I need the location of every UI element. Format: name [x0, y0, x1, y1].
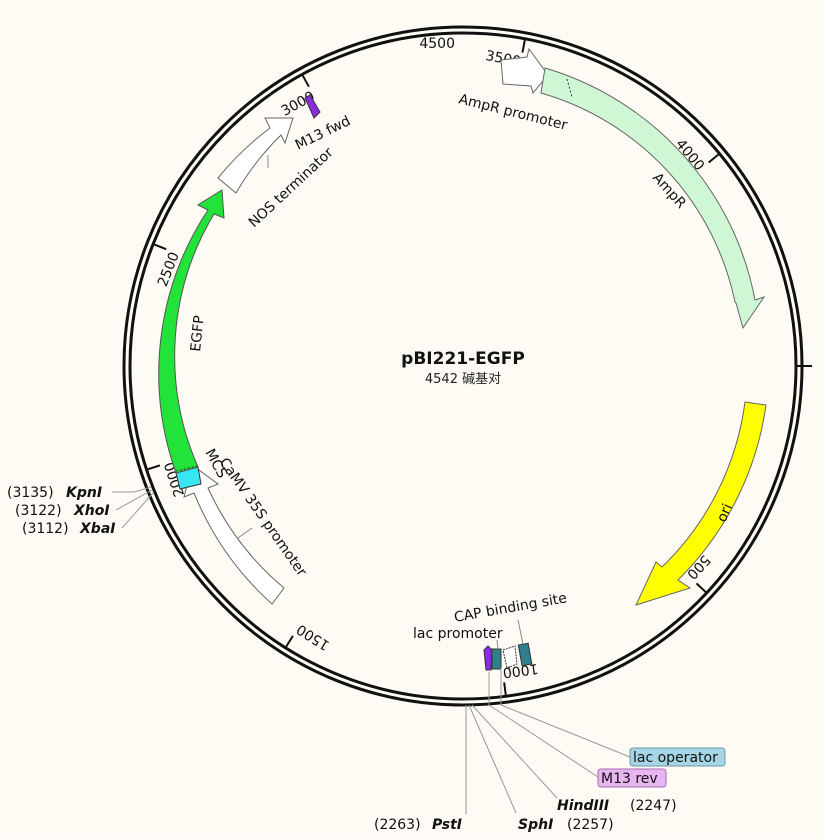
restriction-sites-left: (3135) KpnI (3122) XhoI (3112) XbaI	[7, 485, 154, 537]
xbai-site[interactable]: XbaI	[79, 521, 115, 537]
cap-binding-feature[interactable]	[517, 642, 533, 667]
lac-operator-badge-label: lac operator	[633, 750, 718, 766]
xbai-position: (3112)	[22, 521, 69, 537]
m13-rev-badge-label: M13 rev	[601, 771, 658, 787]
tick-mark-4000	[708, 152, 721, 164]
lac-region	[483, 642, 533, 675]
tick-mark-1000	[503, 682, 507, 697]
tick-mark-500	[695, 582, 708, 594]
egfp-label: EGFP	[188, 315, 208, 353]
kpni-position: (3135)	[7, 485, 54, 501]
tick-label-4500: 4500	[419, 36, 455, 52]
psti-site[interactable]: PstI	[432, 817, 462, 833]
tick-mark-3000	[301, 73, 310, 88]
feature-ampr-promoter[interactable]	[500, 47, 549, 95]
lac-promoter-leader	[496, 639, 499, 650]
ampr-promoter-label: AmpR promoter	[457, 91, 569, 133]
xhoi-position: (3122)	[15, 503, 62, 519]
camv-leader	[237, 527, 253, 539]
lac-operator-badge[interactable]	[629, 747, 726, 767]
lac-promoter-feature[interactable]	[502, 645, 518, 669]
ampr-promoter-junction	[566, 78, 573, 98]
feature-nos-terminator[interactable]	[217, 117, 294, 194]
kpni-site[interactable]: KpnI	[66, 485, 102, 501]
lac-operator-feature[interactable]	[491, 648, 502, 670]
tick-mark-3500	[521, 38, 527, 53]
sphi-position: (2257)	[567, 817, 614, 833]
camv-35s-label: CaMV 35S promoter	[216, 455, 310, 580]
m13-rev-badge[interactable]	[597, 768, 667, 788]
tick-mark-1500	[284, 635, 294, 649]
xhoi-site[interactable]: XhoI	[73, 503, 110, 519]
sphi-site[interactable]: SphI	[518, 817, 553, 833]
plasmid-name: pBI221-EGFP	[401, 349, 525, 369]
cap-leader	[517, 619, 524, 645]
psti-position: (2263)	[374, 817, 421, 833]
restriction-sites-bottom: lac operator M13 rev HindIII (2247) (226…	[374, 668, 726, 833]
lac-promoter-label: lac promoter	[413, 626, 503, 642]
tick-mark-2000	[146, 464, 161, 471]
tick-label-1500: 1500	[294, 621, 333, 654]
ori-label: ori	[714, 501, 736, 524]
feature-ampr[interactable]	[540, 67, 766, 330]
cap-binding-site-label: CAP binding site	[453, 590, 568, 626]
egfp-mcs-junction	[175, 465, 198, 472]
feature-egfp[interactable]	[158, 189, 225, 474]
plasmid-length: 4542 碱基对	[425, 372, 501, 387]
tick-mark-2500	[152, 243, 167, 251]
feature-ori[interactable]	[635, 401, 767, 606]
m13-rev-feature[interactable]	[483, 645, 493, 671]
hindiii-site[interactable]: HindIII	[557, 798, 609, 814]
feature-m13-fwd[interactable]	[304, 94, 321, 119]
hindiii-position: (2247)	[630, 798, 677, 814]
